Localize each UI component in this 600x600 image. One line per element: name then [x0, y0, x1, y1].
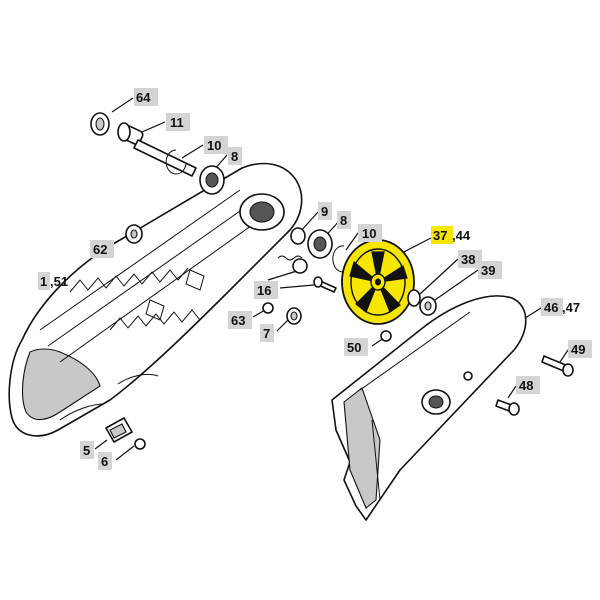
callout-10-mid: 10: [358, 224, 382, 242]
svg-text:,44: ,44: [452, 228, 471, 243]
middle-bearings: [290, 227, 353, 273]
shaft-assembly: [90, 112, 225, 195]
part-16-spring-screw: [277, 255, 337, 293]
part-49-bolt: [541, 355, 574, 377]
callout-9: 9: [318, 202, 332, 220]
svg-text:48: 48: [519, 378, 533, 393]
svg-text:37: 37: [433, 228, 447, 243]
svg-text:9: 9: [321, 204, 328, 219]
callout-8-mid: 8: [337, 211, 351, 229]
callout-11: 11: [166, 113, 190, 131]
svg-text:63: 63: [231, 313, 245, 328]
svg-text:46: 46: [544, 300, 558, 315]
part-38-washer: [407, 289, 421, 307]
svg-text:62: 62: [93, 242, 107, 257]
svg-text:16: 16: [257, 283, 271, 298]
part-63-screw: [262, 302, 274, 314]
part-10-circlip-top: [165, 149, 187, 175]
svg-text:11: 11: [170, 115, 184, 130]
svg-text:10: 10: [362, 226, 376, 241]
svg-text:39: 39: [481, 263, 495, 278]
svg-text:7: 7: [263, 326, 270, 341]
part-37-sprocket-wheel: [341, 239, 415, 325]
svg-text:49: 49: [571, 342, 585, 357]
part-8-bearing-top: [199, 165, 225, 195]
svg-text:8: 8: [340, 213, 347, 228]
part-46-cover: [331, 295, 527, 521]
part-11-shaft: [117, 122, 197, 177]
part-9-washer: [290, 227, 306, 245]
callout-64: 64: [134, 88, 158, 106]
callout-6: 6: [98, 452, 112, 470]
svg-text:,51: ,51: [50, 274, 68, 289]
callout-37-44: 37 ,44: [431, 226, 471, 244]
part-8-bearing-mid: [307, 229, 333, 259]
callout-50: 50: [344, 338, 368, 356]
callout-7: 7: [260, 324, 274, 342]
callout-10-top: 10: [204, 136, 228, 154]
part-50-screw: [380, 330, 392, 342]
svg-text:5: 5: [83, 443, 90, 458]
housing-body: [8, 162, 303, 437]
callout-46-47: 46 ,47: [541, 298, 580, 316]
callout-16: 16: [254, 281, 278, 299]
part-48-bolt: [495, 399, 520, 416]
callout-8-top: 8: [228, 147, 242, 165]
callout-49: 49: [568, 340, 592, 358]
svg-text:50: 50: [347, 340, 361, 355]
callout-1-51: 1 ,51: [38, 272, 68, 290]
part-7-nut: [286, 307, 302, 325]
part-64-bushing: [90, 112, 110, 136]
part-5-clip: [105, 417, 133, 443]
callout-39: 39: [478, 261, 502, 279]
housing-ribs: [69, 267, 201, 331]
svg-text:64: 64: [136, 90, 151, 105]
svg-text:1: 1: [40, 274, 47, 289]
svg-text:8: 8: [231, 149, 238, 164]
callout-5: 5: [80, 441, 94, 459]
part-6-screw: [134, 438, 146, 450]
part-39-nut: [419, 296, 437, 316]
callout-48: 48: [516, 376, 540, 394]
callout-38: 38: [458, 250, 482, 268]
callout-63: 63: [228, 311, 252, 329]
svg-text:10: 10: [207, 138, 221, 153]
part-62-nut: [125, 224, 143, 244]
svg-text:38: 38: [461, 252, 475, 267]
svg-text:6: 6: [101, 454, 108, 469]
svg-text:,47: ,47: [562, 300, 580, 315]
callout-62: 62: [90, 240, 114, 258]
